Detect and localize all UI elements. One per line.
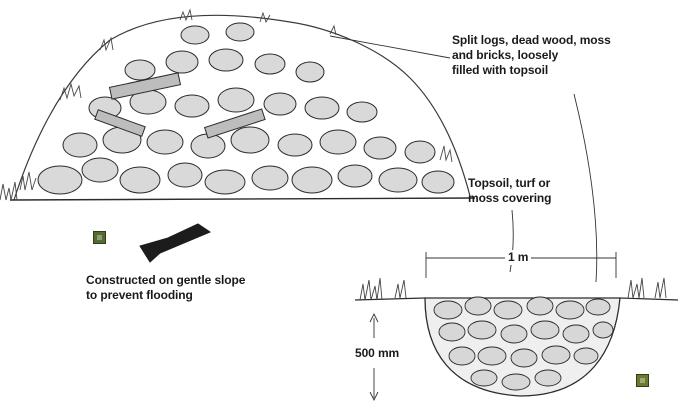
stone <box>586 299 610 315</box>
stone <box>527 297 553 315</box>
mound-illustration <box>0 10 475 200</box>
slope-arrow-icon <box>140 224 210 262</box>
stone <box>175 95 209 117</box>
stone <box>593 322 613 338</box>
stone <box>205 170 245 194</box>
stone <box>120 167 160 193</box>
stone <box>471 370 497 386</box>
stone <box>255 54 285 74</box>
label-mound-materials-line: and bricks, loosely <box>452 48 611 63</box>
label-mound-materials-line: Split logs, dead wood, moss <box>452 33 611 48</box>
marker-b-inner <box>640 378 645 383</box>
stone <box>296 62 324 82</box>
stone <box>82 158 118 182</box>
stone <box>364 137 396 159</box>
marker-a-inner <box>97 235 102 240</box>
marker-a <box>93 231 106 244</box>
stone <box>218 88 254 112</box>
pit-grass <box>360 278 666 300</box>
stone <box>347 102 377 122</box>
label-mound-materials-line: filled with topsoil <box>452 63 611 78</box>
stone <box>181 26 209 44</box>
stone <box>338 165 372 187</box>
label-slope-line: Constructed on gentle slope <box>86 273 245 288</box>
label-depth: 500 mm <box>353 346 401 361</box>
label-covering-line: moss covering <box>468 191 551 206</box>
label-covering: Topsoil, turf or moss covering <box>468 176 551 206</box>
stone <box>147 130 183 154</box>
label-width: 1 m <box>505 250 531 265</box>
stone <box>278 134 312 156</box>
leader-line-materials <box>330 36 450 58</box>
stone <box>125 60 155 80</box>
stone <box>166 51 198 73</box>
stone <box>574 348 598 364</box>
stone <box>556 301 584 319</box>
stone <box>209 49 243 71</box>
stone <box>511 349 537 367</box>
stone <box>231 127 269 153</box>
label-covering-line: Topsoil, turf or <box>468 176 551 191</box>
stone <box>405 141 435 163</box>
stone <box>434 301 462 319</box>
stone <box>465 297 491 315</box>
stone <box>168 163 202 187</box>
stone <box>535 370 561 386</box>
stone <box>252 166 288 190</box>
stone <box>563 325 589 343</box>
pit-cross-section <box>355 278 678 396</box>
stone <box>38 166 82 194</box>
marker-b <box>636 374 649 387</box>
label-mound-materials: Split logs, dead wood, moss and bricks, … <box>452 33 611 78</box>
stone <box>320 130 356 154</box>
label-slope-line: to prevent flooding <box>86 288 245 303</box>
stone <box>63 133 97 157</box>
stone <box>264 93 296 115</box>
stone <box>292 167 332 193</box>
stone <box>449 347 475 365</box>
stone <box>379 168 417 192</box>
label-slope: Constructed on gentle slope to prevent f… <box>86 273 245 303</box>
stone <box>305 97 339 119</box>
stone <box>531 321 559 339</box>
stone <box>439 323 465 341</box>
stone <box>494 301 522 319</box>
stone <box>226 23 254 41</box>
ground-line <box>10 198 475 200</box>
stone <box>422 171 454 193</box>
stone <box>501 325 527 343</box>
stone <box>478 347 506 365</box>
stone <box>468 321 496 339</box>
leader-line-materials-down <box>574 94 597 282</box>
stone <box>502 374 530 390</box>
stone <box>542 346 570 364</box>
